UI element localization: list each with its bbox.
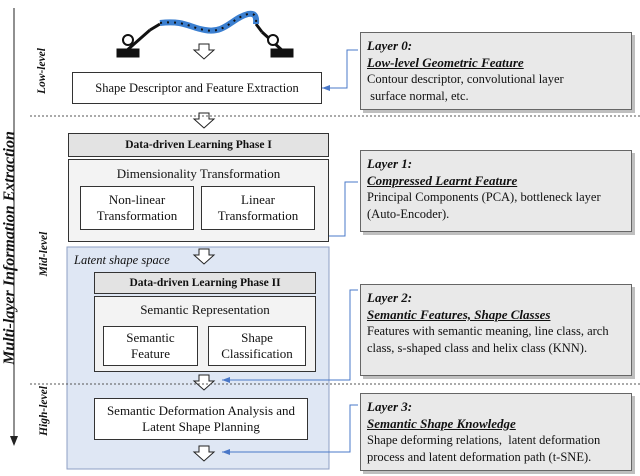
layer2-box: Layer 2: Semantic Features, Shape Classe… [360,284,632,376]
robot-arm-right-icon [254,23,294,58]
nonlinear-box: Non-linear Transformation [80,186,194,230]
deformation-box: Semantic Deformation Analysis and Latent… [94,398,308,440]
shape-descriptor-box: Shape Descriptor and Feature Extraction [72,72,322,104]
down-arrow-icon [192,445,216,462]
layer1-title: Layer 1: [367,156,413,171]
semantic-rep-label: Semantic Representation [140,302,270,317]
layer3-body-1: Shape deforming relations, latent deform… [367,433,601,447]
connector-lines [222,49,358,453]
nonlinear-label-2: Transformation [96,208,178,223]
flow-arrows [192,43,216,462]
phase2-label: Data-driven Learning Phase II [129,277,281,289]
layer2-body-2: class, s-shaped class and helix class (K… [367,341,588,355]
layer2-title: Layer 2: [367,290,413,305]
layer1-body-1: Principal Components (PCA), bottleneck l… [367,190,601,204]
deformation-label-1: Semantic Deformation Analysis and [106,403,296,418]
linear-label-2: Transformation [217,208,299,223]
layer0-box: Layer 0: Low-level Geometric Feature Con… [360,32,632,110]
shape-class-label-1: Shape [241,330,273,345]
layer3-subtitle: Semantic Shape Knowledge [367,416,516,431]
deformation-label-2: Latent Shape Planning [142,419,260,434]
phase1-label: Data-driven Learning Phase I [125,139,272,151]
layer2-body-1: Features with semantic meaning, line cla… [367,324,609,338]
down-arrow-icon [192,248,216,265]
layer1-box: Layer 1: Compressed Learnt Feature Princ… [360,150,632,232]
latent-space-label: Latent shape space [74,253,170,267]
semantic-feature-label-2: Feature [131,346,170,361]
semantic-feature-box: Semantic Feature [103,326,198,366]
layer0-title: Layer 0: [367,38,413,53]
layer2-subtitle: Semantic Features, Shape Classes [367,307,551,322]
layer1-subtitle: Compressed Learnt Feature [367,173,518,188]
down-arrow-icon [192,43,216,60]
down-arrow-icon [192,112,216,129]
shape-class-box: Shape Classification [208,326,306,366]
level-label-low: Low-level [36,48,48,94]
nonlinear-label-1: Non-linear [108,192,166,207]
level-label-high: High-level [38,386,50,436]
down-arrow-icon [192,374,216,391]
layer0-subtitle: Low-level Geometric Feature [367,55,524,70]
layer3-box: Layer 3: Semantic Shape Knowledge Shape … [360,393,632,471]
shape-class-label-2: Classification [221,346,293,361]
robot-arm-left-icon [116,22,161,58]
layer3-title: Layer 3: [367,399,413,414]
layer0-body-1: Contour descriptor, convolutional layer [367,72,564,86]
linear-box: Linear Transformation [201,186,315,230]
semantic-feature-label-1: Semantic [126,330,175,345]
dim-transform-label: Dimensionality Transformation [116,166,281,181]
shape-descriptor-label: Shape Descriptor and Feature Extraction [95,80,299,95]
layer0-body-2: surface normal, etc. [367,89,469,103]
layer1-body-2: (Auto-Encoder). [367,207,450,221]
phase2-header: Data-driven Learning Phase II [94,272,316,294]
linear-label-1: Linear [241,192,275,207]
side-title: Multi-layer Information Extraction [1,131,18,365]
level-label-mid: Mid-level [38,231,50,277]
layer3-body-2: process and latent deformation path (t-S… [367,450,592,464]
phase1-header: Data-driven Learning Phase I [68,133,329,157]
